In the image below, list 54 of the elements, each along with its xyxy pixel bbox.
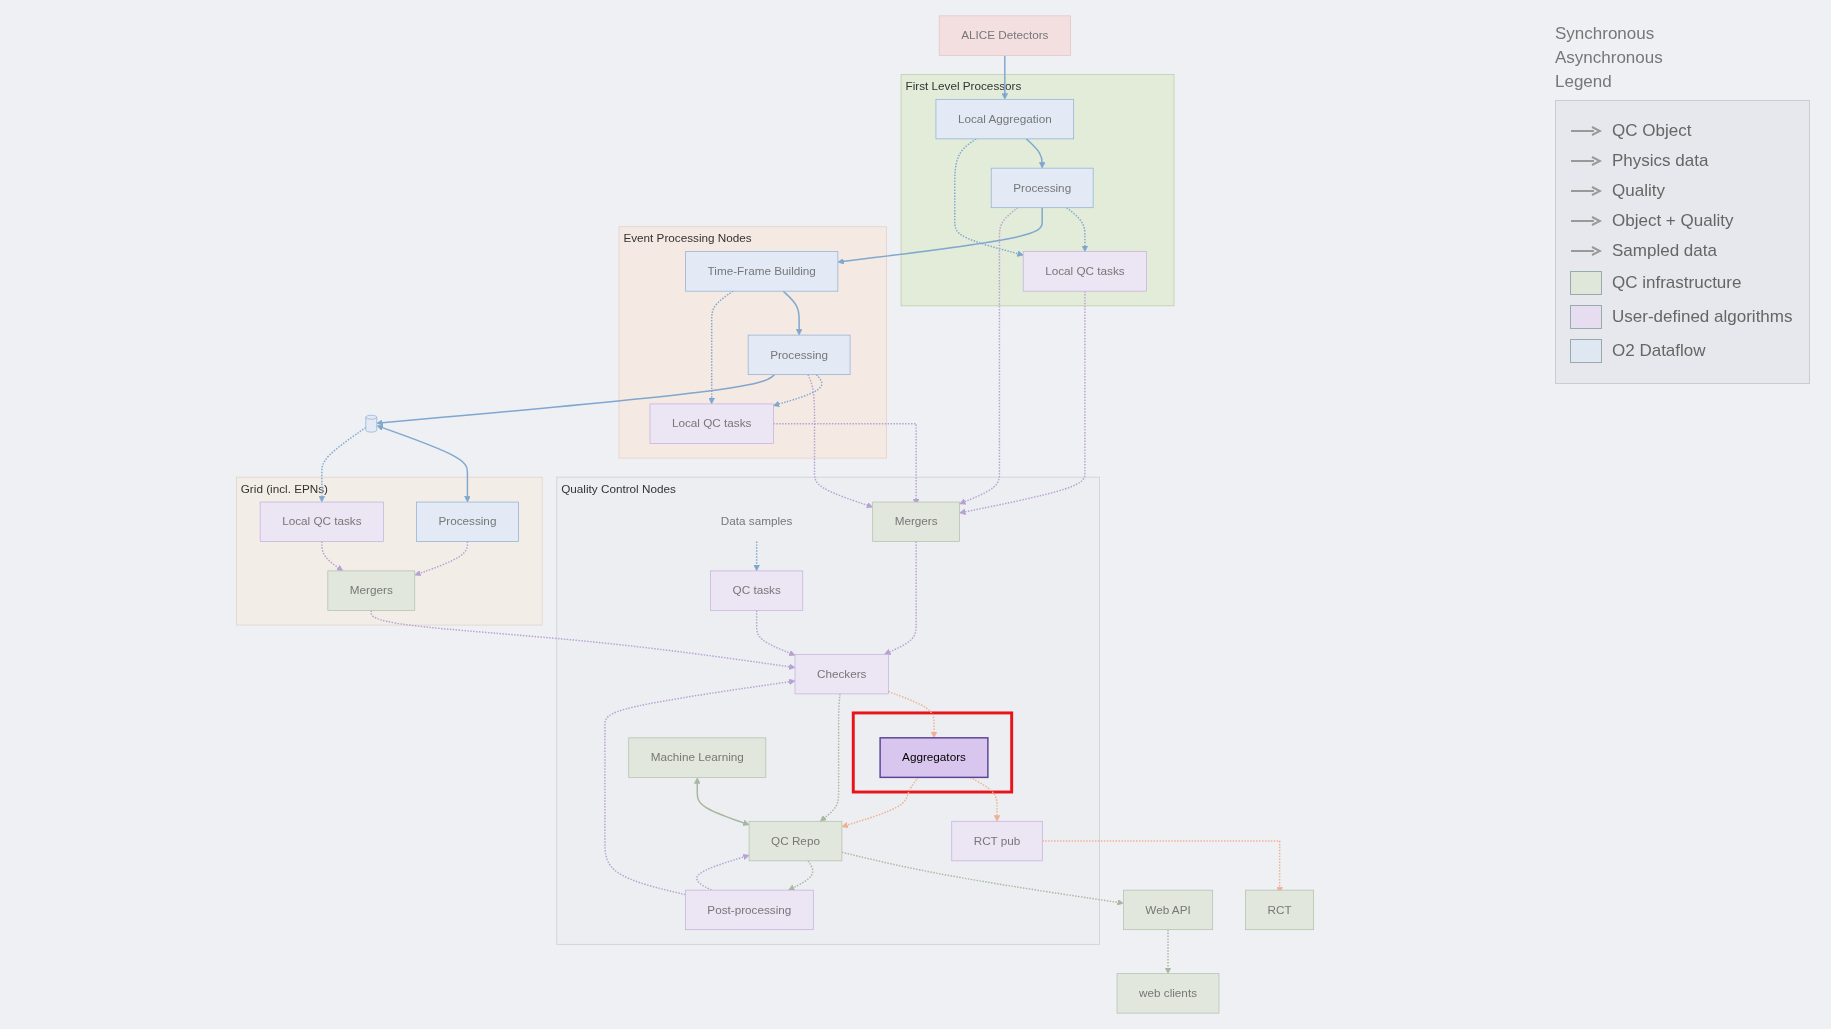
arrow: [376, 373, 776, 426]
arrow: [1164, 928, 1172, 974]
node-box: RCT pub: [951, 820, 1043, 862]
node-box: Web API: [1123, 889, 1214, 931]
node-box: web clients: [1116, 973, 1220, 1014]
node-box: Machine Learning: [628, 737, 767, 778]
arrow: [773, 373, 823, 408]
node-box: Local QC tasks: [259, 501, 384, 542]
arrow: [841, 776, 920, 829]
note-text: Legend: [1555, 72, 1613, 92]
arrow: [753, 540, 760, 572]
arrow: [1066, 206, 1089, 252]
node-box: Processing: [990, 167, 1094, 209]
node-box: Post-processing: [685, 889, 814, 931]
node-box: Checkers: [794, 654, 889, 695]
arrow: [604, 678, 796, 896]
legend-label: QC infrastructure: [1612, 273, 1742, 293]
legend-label: User-defined algorithms: [1612, 307, 1793, 327]
arrow: [959, 206, 1019, 505]
arrow: [694, 777, 750, 826]
legend-label: Quality: [1612, 181, 1665, 201]
node-text: Data samples: [720, 515, 793, 528]
node-box: Processing: [747, 334, 851, 375]
arrow: [376, 424, 471, 503]
node-box: Local QC tasks: [1022, 251, 1147, 292]
node-box: Processing: [416, 501, 519, 542]
node-cylinder: [365, 414, 378, 433]
node-box: Mergers: [327, 570, 416, 611]
node-box: Local Aggregation: [935, 98, 1075, 140]
node-box: Mergers: [872, 501, 960, 542]
arrow: [782, 290, 803, 336]
arrow: [696, 853, 750, 891]
cluster: [851, 711, 1014, 794]
arrow: [788, 860, 814, 891]
arrow: [1001, 54, 1009, 100]
note-text: Asynchronous: [1555, 48, 1664, 68]
node-box: QC tasks: [710, 570, 804, 611]
node-box: ALICE Detectors: [938, 15, 1071, 56]
arrow: [837, 206, 1043, 265]
legend-label: QC Object: [1612, 121, 1692, 141]
legend-label: Physics data: [1612, 151, 1709, 171]
arrow: [318, 426, 367, 503]
node-box: Aggregators: [879, 737, 989, 779]
node-box: RCT: [1245, 889, 1314, 931]
arrow: [954, 138, 1024, 257]
arrow: [708, 290, 734, 405]
arrow: [1025, 138, 1046, 169]
legend-label: Sampled data: [1612, 241, 1717, 261]
legend-label: Object + Quality: [1612, 211, 1734, 231]
node-box: Local QC tasks: [649, 403, 774, 444]
legend-label: O2 Dataflow: [1612, 341, 1706, 361]
node-box: Time-Frame Building: [685, 251, 839, 292]
note-text: Synchronous: [1555, 24, 1656, 44]
node-box: QC Repo: [748, 820, 843, 862]
